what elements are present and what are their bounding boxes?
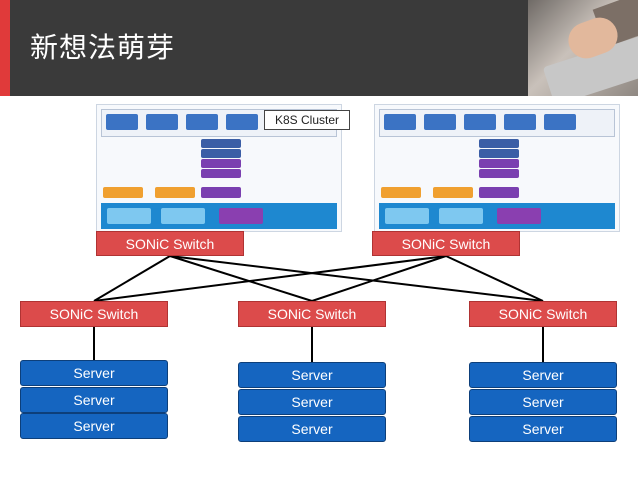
server-g1-3: Server: [20, 413, 168, 439]
hardware-block: [107, 208, 151, 224]
link-s1-l3: [169, 255, 544, 302]
server-g3-2: Server: [469, 389, 617, 415]
app-block: [146, 114, 178, 130]
middleware-block: [201, 159, 241, 168]
middleware-block: [479, 169, 519, 178]
app-block: [226, 114, 258, 130]
hardware-layer: [379, 203, 615, 229]
spine-switch-1: SONiC Switch: [96, 231, 244, 256]
server-g2-2: Server: [238, 389, 386, 415]
platform-block: [201, 187, 241, 198]
app-block: [106, 114, 138, 130]
app-block: [384, 114, 416, 130]
server-g1-1: Server: [20, 360, 168, 386]
server-g3-1: Server: [469, 362, 617, 388]
hardware-block: [497, 208, 541, 224]
hardware-block: [219, 208, 263, 224]
spine-switch-2: SONiC Switch: [372, 231, 520, 256]
app-layer: [379, 109, 615, 137]
slide-header: 新想法萌芽: [0, 0, 638, 96]
app-block: [464, 114, 496, 130]
platform-block: [433, 187, 473, 198]
sonic-stack-diagram-right: [374, 104, 620, 232]
server-g2-3: Server: [238, 416, 386, 442]
slide-title: 新想法萌芽: [30, 31, 176, 64]
k8s-cluster-label: K8S Cluster: [264, 110, 350, 130]
app-block: [544, 114, 576, 130]
hardware-block: [439, 208, 483, 224]
app-block: [424, 114, 456, 130]
hardware-layer: [101, 203, 337, 229]
link-s2-l2: [311, 255, 447, 302]
header-accent-bar: [0, 0, 10, 96]
laptop-photo: [528, 0, 638, 96]
middleware-block: [479, 149, 519, 158]
hardware-block: [385, 208, 429, 224]
leaf-switch-2: SONiC Switch: [238, 301, 386, 327]
link-s2-l3: [445, 255, 544, 302]
platform-block: [381, 187, 421, 198]
leaf-switch-3: SONiC Switch: [469, 301, 617, 327]
platform-block: [155, 187, 195, 198]
server-g3-3: Server: [469, 416, 617, 442]
link-s1-l1: [93, 255, 171, 302]
leaf-switch-1: SONiC Switch: [20, 301, 168, 327]
middleware-block: [201, 149, 241, 158]
server-g2-1: Server: [238, 362, 386, 388]
middleware-block: [479, 139, 519, 148]
middleware-block: [201, 139, 241, 148]
link-s1-l2: [169, 255, 313, 302]
middleware-block: [479, 159, 519, 168]
platform-block: [479, 187, 519, 198]
app-block: [186, 114, 218, 130]
server-g1-2: Server: [20, 387, 168, 413]
middleware-block: [201, 169, 241, 178]
platform-block: [103, 187, 143, 198]
app-block: [504, 114, 536, 130]
hardware-block: [161, 208, 205, 224]
link-s2-l1: [93, 255, 447, 302]
